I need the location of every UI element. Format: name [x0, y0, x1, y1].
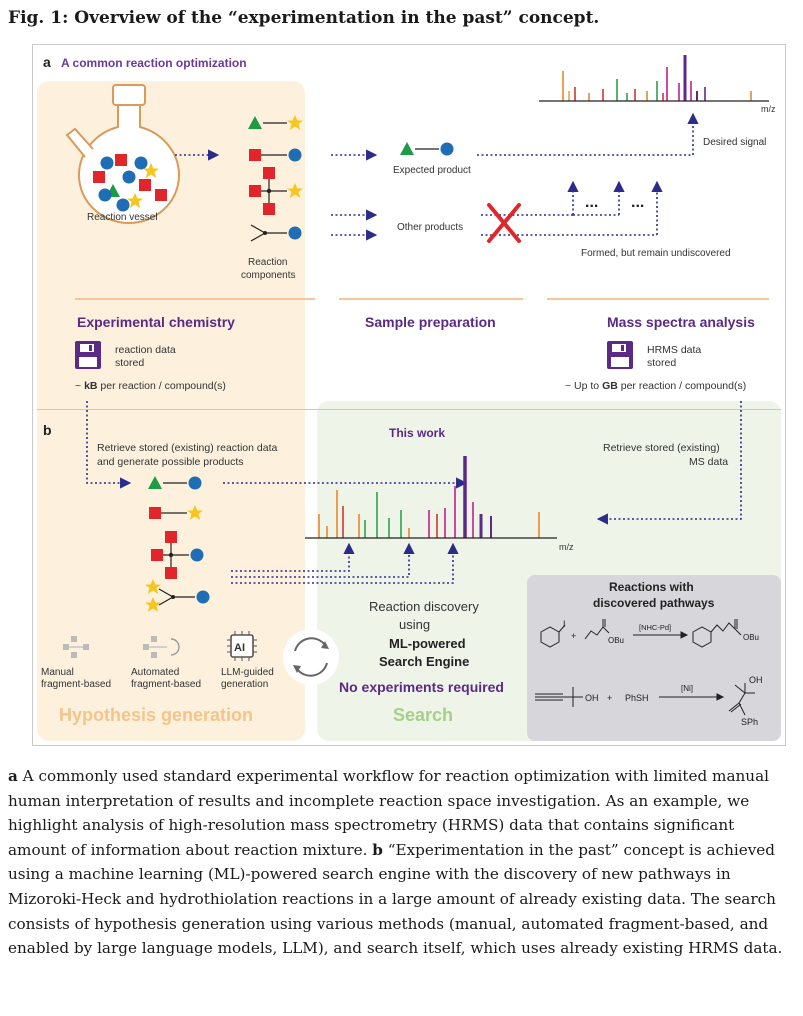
cycle-icon: [283, 629, 339, 685]
reaction-data-line2: stored: [115, 357, 144, 369]
hydrothiolation-reaction-scheme: [535, 683, 755, 716]
manual-label-line2: fragment-based: [41, 679, 111, 690]
undiscovered-cross-icon: [487, 203, 521, 243]
hrms-data-line1: HRMS data: [647, 344, 701, 356]
reaction-components-label-line1: Reaction: [248, 257, 287, 268]
llm-label-line1: LLM-guided: [221, 667, 274, 678]
manual-fragment-icon: [63, 636, 89, 658]
mass-spectra-analysis-heading: Mass spectra analysis: [607, 314, 755, 330]
rxn1-obu-product: OBu: [743, 633, 759, 642]
retrieve-ms-line1: Retrieve stored (existing): [603, 442, 720, 454]
gb-per-reaction: ~ Up to GB per reaction / compound(s): [565, 380, 746, 392]
reaction-discovery-line3: ML-powered: [389, 636, 466, 651]
search-heading: Search: [393, 705, 453, 725]
experimental-chemistry-heading: Experimental chemistry: [77, 314, 235, 330]
spectrum-b: [318, 456, 540, 538]
ai-chip-icon: AI: [227, 631, 257, 661]
reaction-vessel-label: Reaction vessel: [87, 212, 158, 223]
hrms-data-line2: stored: [647, 357, 676, 369]
panel-a-title: A common reaction optimization: [61, 56, 247, 70]
reaction-discovery-line2: using: [399, 617, 430, 632]
retrieve-ms-line2: MS data: [689, 456, 728, 468]
hypothesis-generation-heading: Hypothesis generation: [59, 705, 253, 725]
panel-b-label: b: [43, 422, 52, 438]
desired-signal-label: Desired signal: [703, 137, 766, 148]
reaction-discovery-line1: Reaction discovery: [369, 599, 479, 614]
ellipsis-2: ...: [631, 194, 644, 211]
llm-label-line2: generation: [221, 679, 268, 690]
rxn2-sph: SPh: [741, 717, 758, 727]
figure-panel: a A common reaction optimization Reactio…: [32, 44, 786, 746]
other-products-label: Other products: [397, 222, 463, 233]
reactions-title-line1: Reactions with: [609, 580, 694, 594]
panel-a-label: a: [43, 54, 51, 70]
experimental-chemistry-background: [37, 81, 305, 741]
no-experiments-required: No experiments required: [339, 679, 504, 695]
kb-per-reaction: ~ kB per reaction / compound(s): [75, 380, 226, 392]
rxn1-obu: OBu: [608, 636, 624, 645]
generated-products-icons: [145, 476, 210, 612]
mizoroki-heck-reaction-scheme: [540, 619, 742, 648]
retrieve-reaction-line1: Retrieve stored (existing) reaction data: [97, 442, 277, 454]
figure-title: Fig. 1: Overview of the “experimentation…: [8, 8, 600, 28]
rxn2-catalyst: [Ni]: [681, 684, 693, 693]
retrieve-reaction-line2: and generate possible products: [97, 456, 244, 468]
this-work-label: This work: [389, 426, 445, 440]
caption-a-text: A commonly used standard experimental wo…: [8, 767, 769, 859]
figure-caption: a A commonly used standard experimental …: [8, 764, 795, 961]
figure-diagram: a A common reaction optimization Reactio…: [37, 54, 781, 741]
rxn2-phsh: PhSH: [625, 693, 649, 703]
spectrum-a: [562, 55, 752, 101]
reactions-title-line2: discovered pathways: [593, 596, 715, 610]
automated-label-line1: Automated: [131, 667, 179, 678]
spectrum-a-mz-label: m/z: [761, 104, 776, 114]
rxn1-plus: +: [571, 631, 576, 641]
hrms-data-floppy-icon: [607, 341, 633, 369]
reaction-data-line1: reaction data: [115, 344, 176, 356]
manual-label-line1: Manual: [41, 667, 74, 678]
rxn1-iodine: I: [563, 619, 566, 629]
caption-a-label: a: [8, 767, 18, 785]
sample-preparation-heading: Sample preparation: [365, 314, 496, 330]
formed-undiscovered-label: Formed, but remain undiscovered: [581, 248, 731, 259]
svg-text:AI: AI: [234, 642, 245, 654]
reaction-components-icons: [248, 115, 303, 242]
reaction-data-floppy-icon: [75, 341, 101, 369]
caption-b-text: “Experimentation in the past” concept is…: [8, 840, 783, 958]
rxn2-oh: OH: [585, 693, 599, 703]
reaction-components-label-line2: components: [241, 270, 295, 281]
expected-product-label: Expected product: [393, 165, 471, 176]
rxn2-oh-product: OH: [749, 675, 763, 685]
spectrum-b-mz-label: m/z: [559, 542, 574, 552]
rxn2-plus: +: [607, 693, 612, 703]
ellipsis-1: ...: [585, 194, 598, 211]
caption-b-label: b: [372, 840, 383, 859]
automated-fragment-icon: [143, 636, 180, 658]
rxn1-catalyst: [NHC-Pd]: [639, 623, 671, 632]
reaction-vessel-flask-icon: [65, 84, 181, 225]
automated-label-line2: fragment-based: [131, 679, 201, 690]
reaction-discovery-line4: Search Engine: [379, 654, 469, 669]
